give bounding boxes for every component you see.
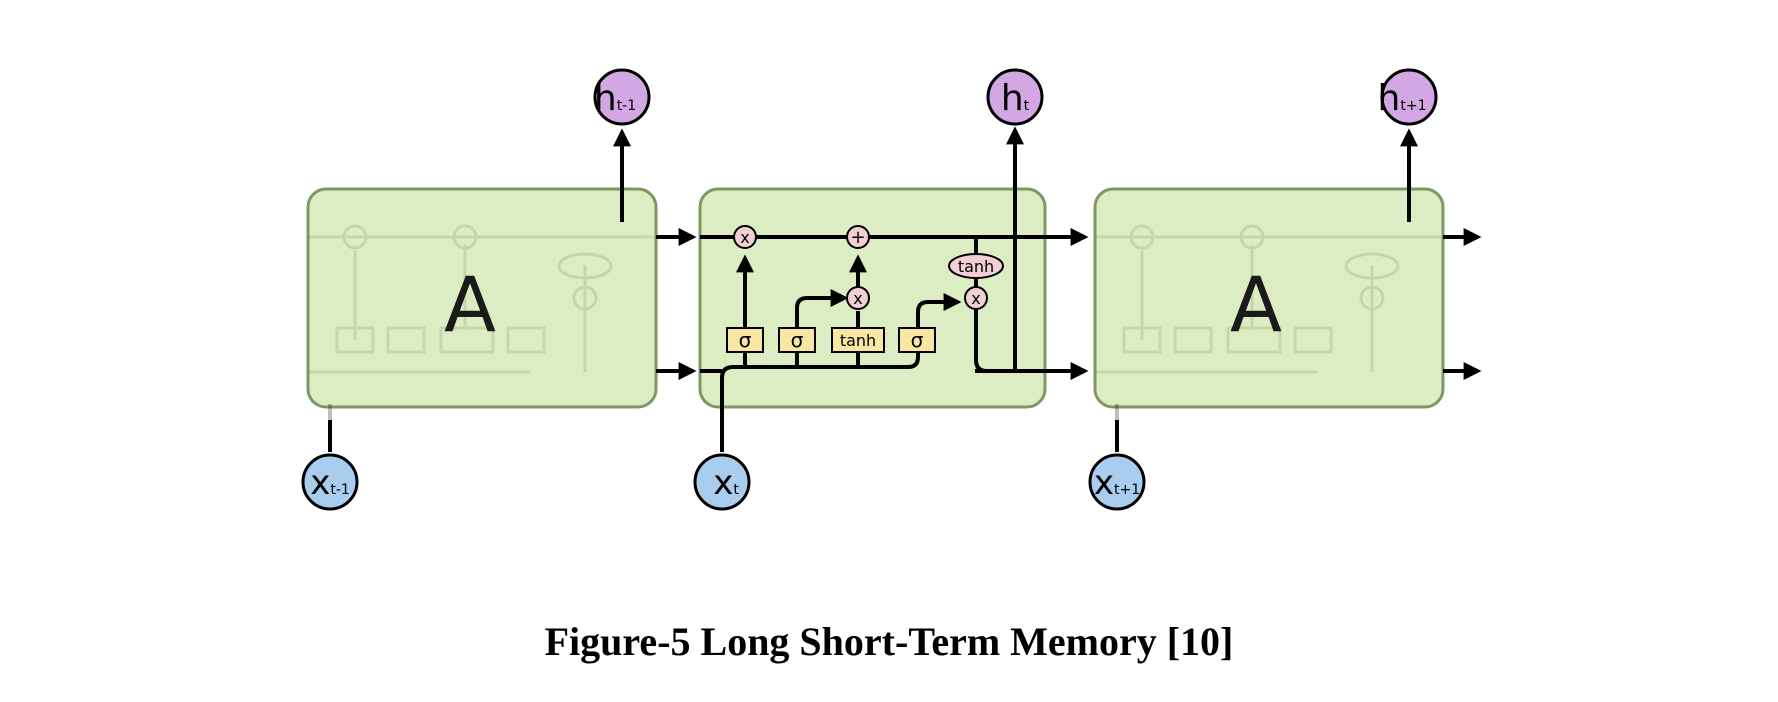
- svg-text:tanh: tanh: [958, 257, 994, 276]
- lstm-cell-center: [698, 187, 1047, 409]
- svg-text:ht: ht: [1001, 78, 1030, 119]
- op-forget-multiply: x: [733, 225, 757, 249]
- gate-output: σ: [898, 327, 936, 353]
- svg-text:x: x: [853, 289, 862, 308]
- svg-text:σ: σ: [739, 328, 752, 352]
- faded-internals-right: [1095, 224, 1443, 374]
- op-output-multiply: x: [964, 286, 988, 310]
- cell-label-right: A: [1230, 260, 1282, 349]
- svg-text:xt+1: xt+1: [1094, 463, 1140, 503]
- output-node-h-t-minus-1: ht-1: [593, 68, 651, 126]
- svg-text:x: x: [971, 289, 980, 308]
- svg-text:xt-1: xt-1: [310, 463, 350, 503]
- gate-forget: σ: [726, 327, 764, 353]
- svg-text:x: x: [740, 228, 749, 247]
- faded-internals-left: [308, 224, 656, 374]
- svg-text:tanh: tanh: [840, 331, 876, 350]
- svg-text:+: +: [850, 227, 865, 248]
- svg-text:ht-1: ht-1: [594, 78, 636, 119]
- gate-input: σ: [778, 327, 816, 353]
- lstm-diagram: A A: [301, 68, 1482, 511]
- svg-text:ht+1: ht+1: [1378, 78, 1427, 119]
- input-node-x-t: xt: [693, 453, 751, 511]
- op-cell-tanh: tanh: [948, 253, 1004, 279]
- lstm-cell-right: A: [1093, 187, 1445, 409]
- output-node-h-t-plus-1: ht+1: [1378, 68, 1438, 126]
- lstm-cell-left: A: [306, 187, 658, 409]
- connections: [328, 126, 1482, 452]
- figure-caption: Figure-5 Long Short-Term Memory [10]: [544, 619, 1234, 664]
- op-add: +: [846, 225, 870, 249]
- cell-label-left: A: [444, 260, 496, 349]
- svg-text:σ: σ: [911, 328, 924, 352]
- svg-text:xt: xt: [713, 463, 739, 503]
- output-node-h-t: ht: [986, 68, 1044, 126]
- input-node-x-t-minus-1: xt-1: [301, 453, 359, 511]
- input-node-x-t-plus-1: xt+1: [1088, 453, 1146, 511]
- svg-text:σ: σ: [791, 328, 804, 352]
- op-input-multiply: x: [846, 286, 870, 310]
- gate-candidate: tanh: [831, 327, 885, 353]
